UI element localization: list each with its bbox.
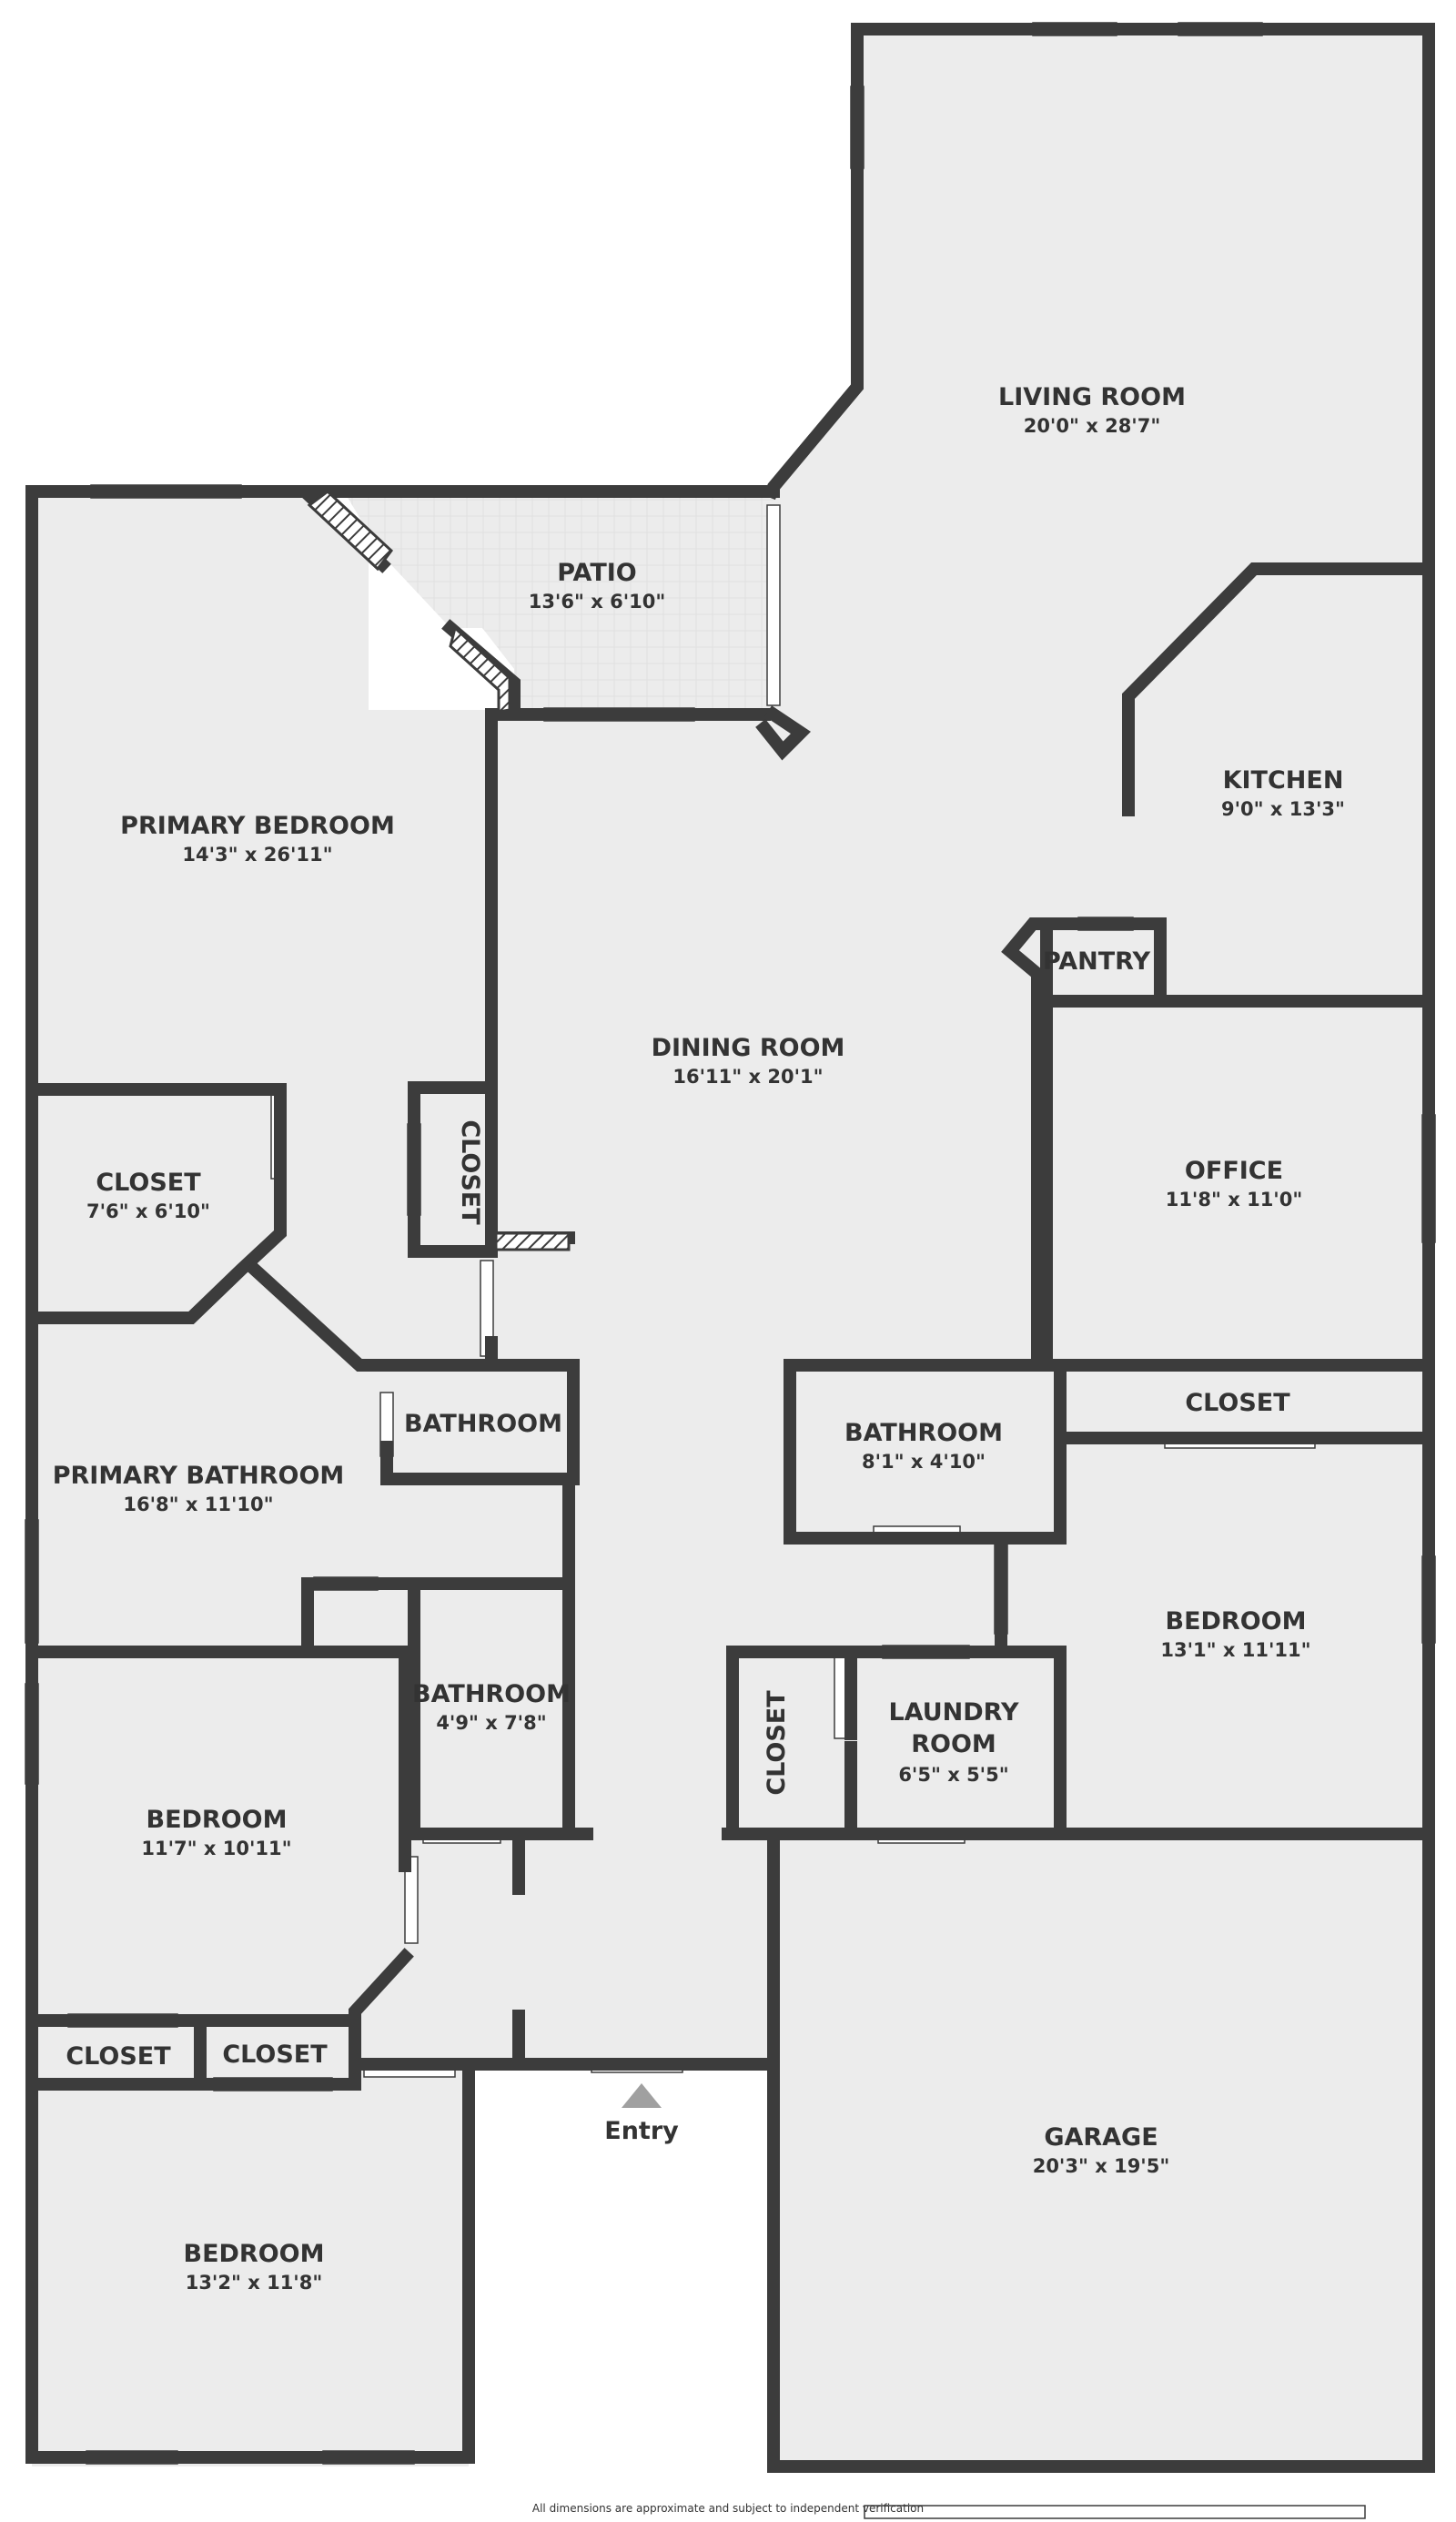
garage-name: GARAGE (1044, 2123, 1158, 2152)
closet-primary-name: CLOSET (96, 1169, 201, 1197)
primary-bedroom-name: PRIMARY BEDROOM (120, 812, 395, 840)
patio-floor (344, 491, 774, 714)
living-room-dims: 20'0" x 28'7" (1024, 415, 1161, 437)
bedroom-bottom-name: BEDROOM (184, 2240, 325, 2268)
primary-bathroom-dims: 16'8" x 11'10" (123, 1494, 273, 1515)
dining-room-dims: 16'11" x 20'1" (672, 1066, 823, 1088)
bedroom-right-name: BEDROOM (1166, 1607, 1307, 1636)
house-floor (32, 29, 1429, 2466)
room-labels: LIVING ROOM 20'0" x 28'7" PATIO 13'6" x … (53, 383, 1345, 2515)
primary-bathroom-name: PRIMARY BATHROOM (53, 1462, 345, 1490)
bathroom-center-name: BATHROOM (844, 1419, 1003, 1447)
patio-name: PATIO (557, 559, 637, 587)
laundry-name-line1: LAUNDRY (888, 1698, 1019, 1727)
closet-b-name: CLOSET (222, 2041, 328, 2069)
bedroom-left-dims: 11'7" x 10'11" (141, 1838, 291, 1859)
office-name: OFFICE (1185, 1157, 1283, 1185)
closet-primary-dims: 7'6" x 6'10" (86, 1200, 210, 1222)
walls (25, 23, 1435, 2473)
bathroom-center-dims: 8'1" x 4'10" (862, 1451, 986, 1473)
office-dims: 11'8" x 11'0" (1166, 1189, 1303, 1210)
laundry-dims: 6'5" x 5'5" (898, 1764, 1008, 1786)
bathroom-hall-dims: 4'9" x 7'8" (436, 1712, 546, 1734)
bathroom-hall-name: BATHROOM (412, 1680, 571, 1708)
structural-blocks (307, 490, 571, 1251)
entry-arrow-icon (622, 2083, 662, 2108)
kitchen-name: KITCHEN (1223, 766, 1344, 795)
bedroom-left-name: BEDROOM (147, 1806, 288, 1834)
closet-vertical-left-name: CLOSET (456, 1119, 484, 1225)
bedroom-bottom-dims: 13'2" x 11'8" (186, 2272, 323, 2294)
kitchen-dims: 9'0" x 13'3" (1221, 798, 1345, 820)
closet-laundry-name: CLOSET (763, 1690, 791, 1796)
patio-dims: 13'6" x 6'10" (529, 591, 666, 613)
pantry-name: PANTRY (1043, 947, 1151, 976)
closet-a-name: CLOSET (66, 2042, 171, 2071)
dining-room-name: DINING ROOM (652, 1034, 845, 1062)
footnote: All dimensions are approximate and subje… (532, 2502, 924, 2515)
floor-fills (32, 29, 1429, 2466)
laundry-name-line2: ROOM (911, 1730, 996, 1758)
primary-bedroom-dims: 14'3" x 26'11" (182, 844, 332, 866)
entry-label: Entry (604, 2117, 679, 2145)
garage-dims: 20'3" x 19'5" (1033, 2155, 1170, 2177)
bathroom-small-name: BATHROOM (404, 1410, 562, 1438)
closet-right-name: CLOSET (1185, 1389, 1290, 1417)
bedroom-right-dims: 13'1" x 11'11" (1160, 1639, 1310, 1661)
living-room-name: LIVING ROOM (998, 383, 1186, 411)
